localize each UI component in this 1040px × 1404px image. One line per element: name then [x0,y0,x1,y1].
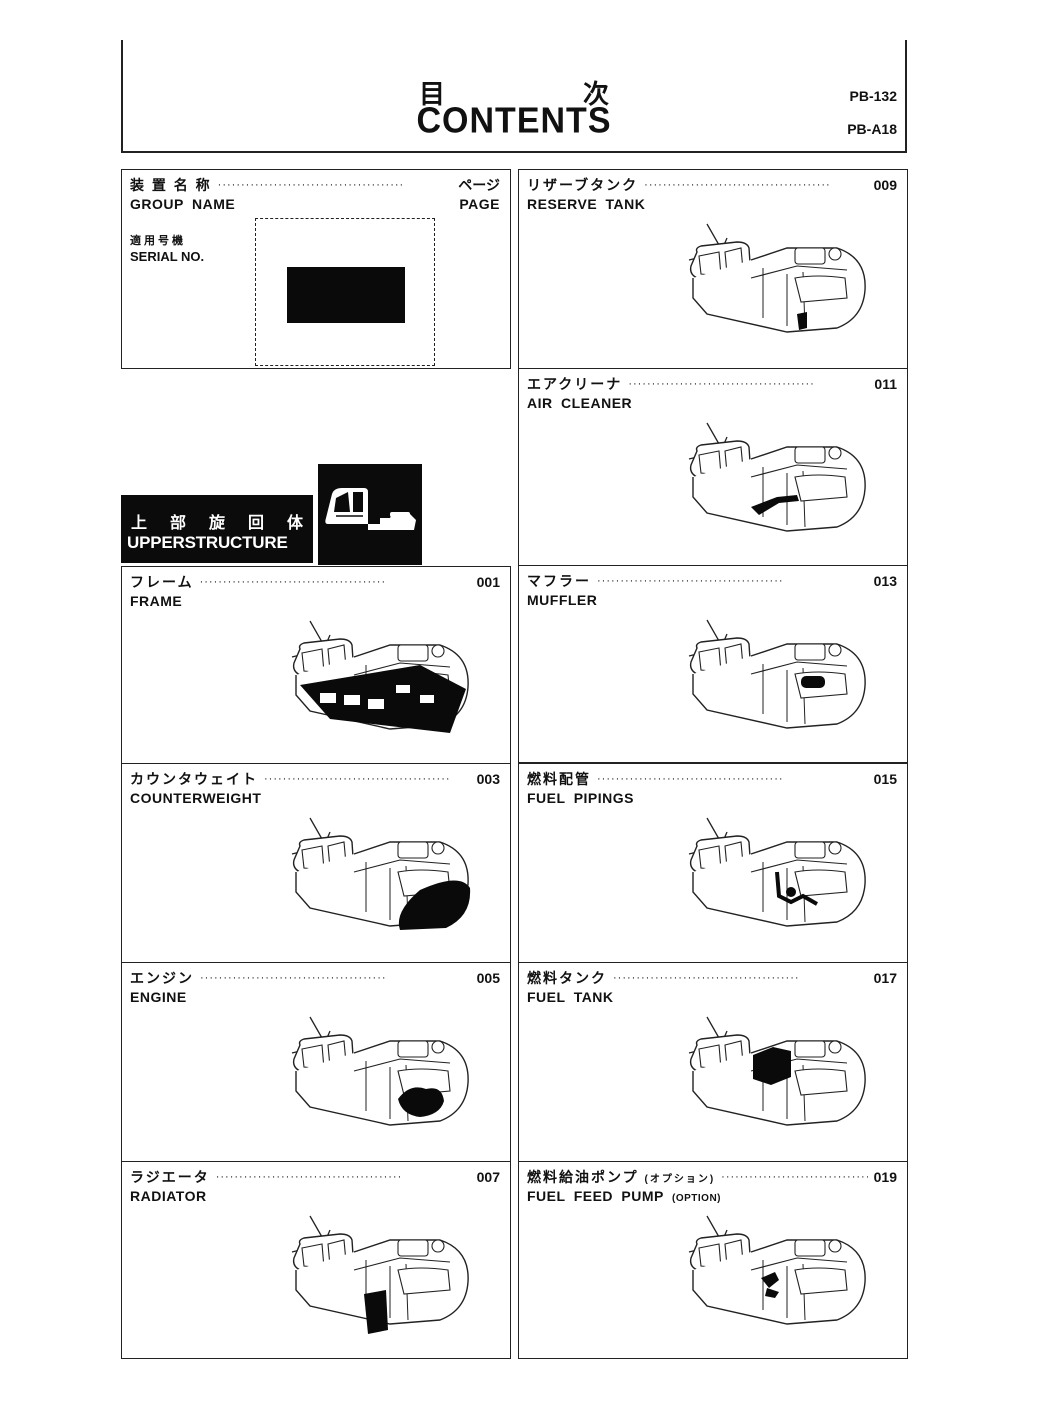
char: 旋 [208,515,225,532]
item-jp: マフラー [527,573,591,589]
page-header: 目 次 CONTENTS PB-132 PB-A18 [121,40,907,153]
item-jp: カウンタウェイト [130,771,258,787]
toc-item-reserve-tank[interactable]: リザーブタンク ·································… [518,169,908,369]
item-page: 011 [874,376,897,392]
fuel-pipings-illustration [688,817,866,927]
muffler-illustration [688,619,866,729]
leader-dots: ········································ [215,1171,403,1183]
item-en: AIR CLEANER [527,395,633,411]
item-en: RESERVE TANK [527,196,646,212]
item-page: 013 [873,573,897,589]
item-jp: フレーム [130,574,194,590]
fuel-feed-pump-illustration [688,1215,866,1325]
leader-dots: ········································ [199,576,387,588]
leader-dots: ········································ [217,179,405,191]
leader-dots: ········································ [721,1171,867,1183]
toc-item-engine[interactable]: エンジン ····································… [121,962,511,1162]
frame-illustration [291,620,469,733]
leader-dots: ········································ [200,972,387,984]
air-cleaner-illustration [688,422,866,532]
item-page: 005 [476,970,500,986]
title-jp-char: 次 [582,79,609,109]
doc-code-2: PB-A18 [847,121,897,137]
toc-item-radiator[interactable]: ラジエータ ···································… [121,1161,511,1359]
doc-code-1: PB-132 [849,88,897,104]
group-name-en: GROUP NAME [130,196,236,212]
leader-dots: ········································ [597,773,784,785]
title-jp: 目 次 [419,74,609,111]
char: 体 [286,515,303,532]
leader-dots: ········································ [613,972,800,984]
item-en: ENGINE [130,989,187,1005]
counterweight-illustration [291,817,471,930]
item-en: RADIATOR [130,1188,207,1204]
illustration-placeholder [255,218,435,366]
toc-item-fuel-feed-pump[interactable]: 燃料給油ポンプ (オプション) ·························… [518,1161,908,1359]
char: 部 [169,515,186,532]
item-en-main: FUEL FEED PUMP [527,1188,664,1204]
highlight-swatch [287,267,405,323]
engine-illustration [291,1016,469,1126]
item-en: FUEL FEED PUMP (OPTION) [527,1188,721,1204]
leader-dots: ········································ [644,179,831,191]
toc-item-frame[interactable]: フレーム ····································… [121,566,511,764]
item-page: 007 [476,1169,500,1185]
section-label-jp: 上 部 旋 回 体 [131,509,303,533]
toc-item-fuel-tank[interactable]: 燃料タンク ···································… [518,962,908,1162]
item-jp: エンジン [130,970,194,986]
radiator-illustration [291,1215,469,1334]
page-jp: ページ [458,177,500,193]
item-en: FUEL TANK [527,989,614,1005]
serial-en: SERIAL NO. [130,249,205,264]
item-jp: リザーブタンク [527,177,639,193]
legend-key-cell: 装 置 名 称 ································… [121,169,511,369]
char: 上 [131,515,148,532]
item-jp: 燃料タンク [527,970,607,986]
item-page: 015 [873,771,897,787]
item-jp: ラジエータ [130,1169,210,1185]
excavator-upperstructure-icon [318,464,422,565]
reserve-tank-illustration [688,223,866,333]
item-page: 009 [873,177,897,193]
page-title: CONTENTS [416,101,612,141]
toc-item-counterweight[interactable]: カウンタウェイト ································… [121,763,511,963]
section-label: 上 部 旋 回 体 UPPERSTRUCTURE [121,495,313,563]
item-en: COUNTERWEIGHT [130,790,262,806]
item-en-suffix: (OPTION) [672,1193,722,1204]
item-page: 019 [873,1169,897,1185]
leader-dots: ········································ [264,773,451,785]
item-jp: 燃料給油ポンプ (オプション) [527,1167,715,1187]
title-jp-char: 目 [419,79,446,109]
item-en: MUFFLER [527,592,598,608]
toc-item-air-cleaner[interactable]: エアクリーナ ··································… [518,368,908,566]
item-en: FUEL PIPINGS [527,790,634,806]
item-page: 001 [476,574,500,590]
item-jp-suffix: (オプション) [644,1174,716,1185]
char: 回 [247,515,264,532]
toc-item-fuel-pipings[interactable]: 燃料配管 ····································… [518,763,908,963]
item-jp: エアクリーナ [527,376,623,392]
item-page: 017 [873,970,897,986]
leader-dots: ········································ [597,575,784,587]
item-page: 003 [476,771,500,787]
serial-jp: 適用号機 [130,235,186,247]
fuel-tank-illustration [688,1016,866,1126]
item-jp: 燃料配管 [527,771,591,787]
leader-dots: ········································ [628,378,815,390]
section-label-en: UPPERSTRUCTURE [127,533,288,552]
toc-item-muffler[interactable]: マフラー ····································… [518,565,908,763]
item-en: FRAME [130,593,183,609]
group-name-jp: 装 置 名 称 [130,177,212,193]
item-jp-main: 燃料給油ポンプ [527,1169,639,1185]
page-en: PAGE [459,196,500,212]
